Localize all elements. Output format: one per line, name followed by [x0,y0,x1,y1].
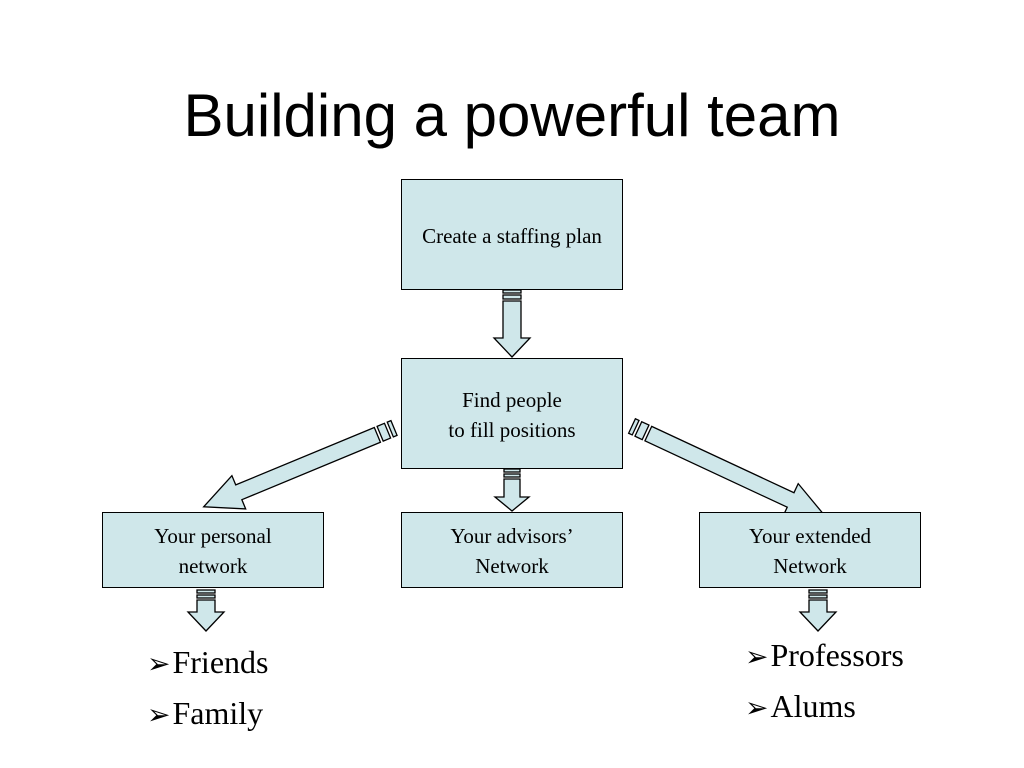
box-label-line: Your advisors’ [450,524,574,548]
extended-network-list: ➢Professors ➢Alums [745,631,904,733]
list-item-label: Alums [770,688,856,724]
arrow-bullet-icon: ➢ [745,642,769,673]
personal-network-box: Your personal network [102,512,324,588]
arrow-bullet-icon: ➢ [745,693,769,724]
list-item: ➢Friends [147,638,268,689]
arrow-bullet-icon: ➢ [147,649,171,680]
arrow-bullet-icon: ➢ [147,700,171,731]
arrow-personal-to-list [186,589,226,632]
list-item: ➢Professors [745,631,904,682]
box-label-line: Find people [462,388,562,412]
arrow-find-to-personal [202,419,398,510]
advisors-network-box: Your advisors’ Network [401,512,623,588]
box-label-line: Your personal [154,524,272,548]
find-people-box: Find people to fill positions [401,358,623,469]
slide-title: Building a powerful team [183,82,841,149]
box-label-line: Network [475,554,549,578]
box-label-line: Your extended [748,524,872,548]
personal-network-list: ➢Friends ➢Family [147,638,268,740]
list-item: ➢Family [147,689,268,740]
box-label-line: network [178,554,248,578]
box-label-line: Network [773,554,847,578]
extended-network-box: Your extended Network [699,512,921,588]
arrow-extended-to-list [798,589,838,632]
list-item: ➢Alums [745,682,904,733]
staffing-plan-box: Create a staffing plan [401,179,623,290]
list-item-label: Professors [770,637,904,673]
list-item-label: Family [172,695,264,731]
list-item-label: Friends [172,644,269,680]
arrow-plan-to-find [492,289,532,358]
arrow-find-to-advisors [493,468,531,512]
box-label-line: Create a staffing plan [422,224,602,248]
box-label-line: to fill positions [448,418,576,442]
